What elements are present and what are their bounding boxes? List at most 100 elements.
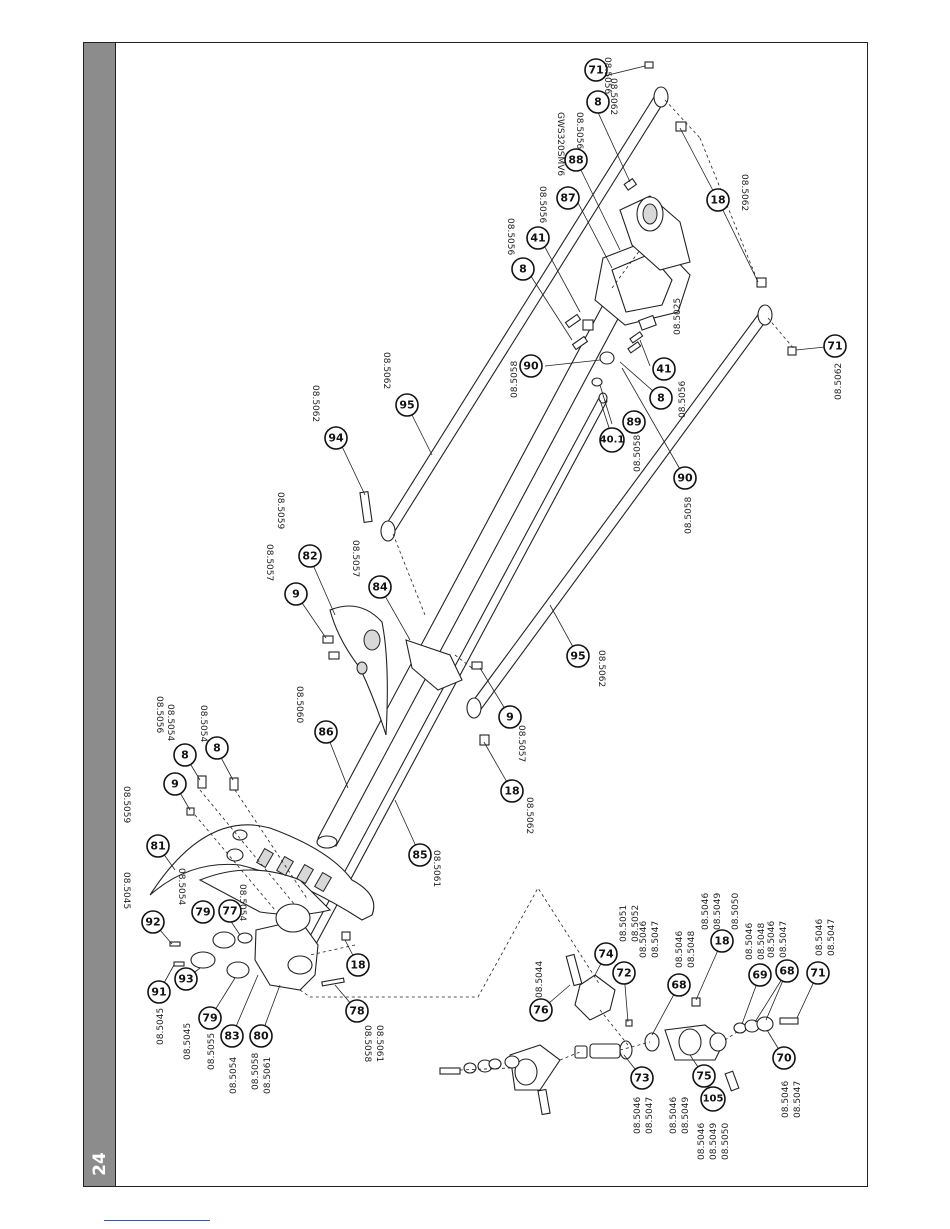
callout-90: 90: [673, 466, 697, 490]
callout-76: 76: [529, 998, 553, 1022]
callout-69: 69: [748, 963, 772, 987]
callout-81: 81: [146, 834, 170, 858]
part-number-label: 08.5059: [121, 786, 131, 823]
svg-text:70: 70: [776, 1052, 792, 1065]
part-number-label: 08.5054: [229, 1057, 239, 1094]
svg-text:91: 91: [151, 986, 166, 999]
svg-text:90: 90: [677, 472, 693, 485]
callout-78: 78: [345, 999, 369, 1023]
part-number-label: 08.5046: [781, 1081, 791, 1118]
part-number-label: 08.5046: [639, 921, 649, 958]
part-number-label: 08.5047: [779, 921, 789, 958]
callout-89: 89: [622, 410, 646, 434]
part-number-label: 08.5061: [374, 1025, 384, 1062]
part-number-label: 08.5049: [681, 1097, 691, 1134]
part-number-label: 08.5054: [198, 705, 208, 742]
part-number-label: 08.5046: [745, 923, 755, 960]
svg-text:74: 74: [598, 948, 614, 961]
svg-text:40.1: 40.1: [600, 435, 625, 446]
callout-40-1: 40.1: [599, 427, 625, 453]
part-number-label: 08.5058: [684, 497, 694, 534]
callout-8: 8: [173, 743, 197, 767]
svg-text:9: 9: [171, 778, 179, 791]
callout-91: 91: [147, 980, 171, 1004]
part-number-label: 08.5046: [767, 921, 777, 958]
callout-8: 8: [586, 90, 610, 114]
part-number-label: 08.5061: [431, 850, 441, 887]
part-number-label: 08.5054: [237, 884, 247, 921]
callout-92: 92: [141, 910, 165, 934]
part-number-label: 08.5062: [834, 363, 844, 400]
page-sidebar: 24: [84, 43, 116, 1186]
part-number-label: 08.5062: [739, 174, 749, 211]
callout-80: 80: [249, 1024, 273, 1048]
svg-text:68: 68: [779, 965, 794, 978]
callout-18: 18: [710, 929, 734, 953]
callout-75: 75: [692, 1064, 716, 1088]
part-number-label: 08.5048: [687, 931, 697, 968]
svg-text:9: 9: [506, 711, 514, 724]
part-number-label: 08.5058: [510, 361, 520, 398]
svg-text:78: 78: [349, 1005, 364, 1018]
svg-text:105: 105: [703, 1094, 724, 1105]
svg-text:41: 41: [656, 363, 671, 376]
callout-71: 71: [806, 961, 830, 985]
part-number-label: 08.5051: [619, 905, 629, 942]
svg-text:8: 8: [181, 749, 189, 762]
part-number-label: 08.5049: [709, 1123, 719, 1160]
part-number-label: 08.5045: [156, 1008, 166, 1045]
callout-79: 79: [198, 1006, 222, 1030]
callout-9: 9: [284, 582, 308, 606]
callout-68: 68: [775, 959, 799, 983]
callout-87: 87: [556, 186, 580, 210]
svg-text:18: 18: [350, 959, 365, 972]
svg-text:18: 18: [504, 785, 519, 798]
part-number-label: 08.5057: [350, 540, 360, 577]
callout-77: 77: [218, 899, 242, 923]
svg-text:71: 71: [827, 340, 842, 353]
svg-text:41: 41: [530, 232, 545, 245]
svg-text:93: 93: [178, 973, 193, 986]
part-number-label: 08.5062: [608, 78, 618, 115]
part-number-label: 08.5056: [602, 57, 612, 94]
side-handle: [329, 605, 388, 736]
part-number-label: 08.5058: [633, 435, 643, 472]
part-number-label: 08.5062: [596, 650, 606, 687]
part-number-label: 08.5046: [669, 1097, 679, 1134]
svg-text:8: 8: [594, 96, 602, 109]
part-number-label: 08.5046: [815, 919, 825, 956]
joint-assembly: [439, 953, 799, 1116]
svg-text:8: 8: [657, 392, 665, 405]
part-number-label: 08.5055: [207, 1033, 217, 1070]
part-number-label: 08.5061: [263, 1057, 273, 1094]
svg-text:8: 8: [519, 263, 527, 276]
part-number-label: GWS320SMV6: [555, 112, 565, 176]
callout-83: 83: [220, 1024, 244, 1048]
svg-text:68: 68: [671, 979, 686, 992]
part-number-label: 08.5058: [251, 1053, 261, 1090]
callout-8: 8: [649, 386, 673, 410]
part-number-label: 08.5045: [183, 1023, 193, 1060]
svg-text:83: 83: [224, 1030, 239, 1043]
part-number-label: 08.5056: [537, 186, 547, 223]
part-number-label: 08.5047: [793, 1081, 803, 1118]
svg-text:90: 90: [523, 360, 539, 373]
svg-text:89: 89: [626, 416, 641, 429]
part-number-label: 08.5044: [535, 961, 545, 998]
callout-94: 94: [324, 426, 348, 450]
callout-18: 18: [346, 953, 370, 977]
part-number-label: 08.5056: [505, 218, 515, 255]
diagram-frame: 24: [83, 42, 868, 1187]
part-number-label: 08.5025: [673, 298, 683, 335]
callout-90: 90: [519, 354, 543, 378]
svg-text:84: 84: [372, 581, 388, 594]
svg-text:18: 18: [710, 194, 725, 207]
part-number-label: 08.5054: [165, 704, 175, 741]
svg-text:69: 69: [752, 969, 767, 982]
part-number-label: 08.5054: [176, 868, 186, 905]
callout-18: 18: [500, 779, 524, 803]
part-number-label: 08.5046: [675, 931, 685, 968]
part-number-label: 08.5062: [524, 797, 534, 834]
part-number-label: 08.5057: [264, 544, 274, 581]
